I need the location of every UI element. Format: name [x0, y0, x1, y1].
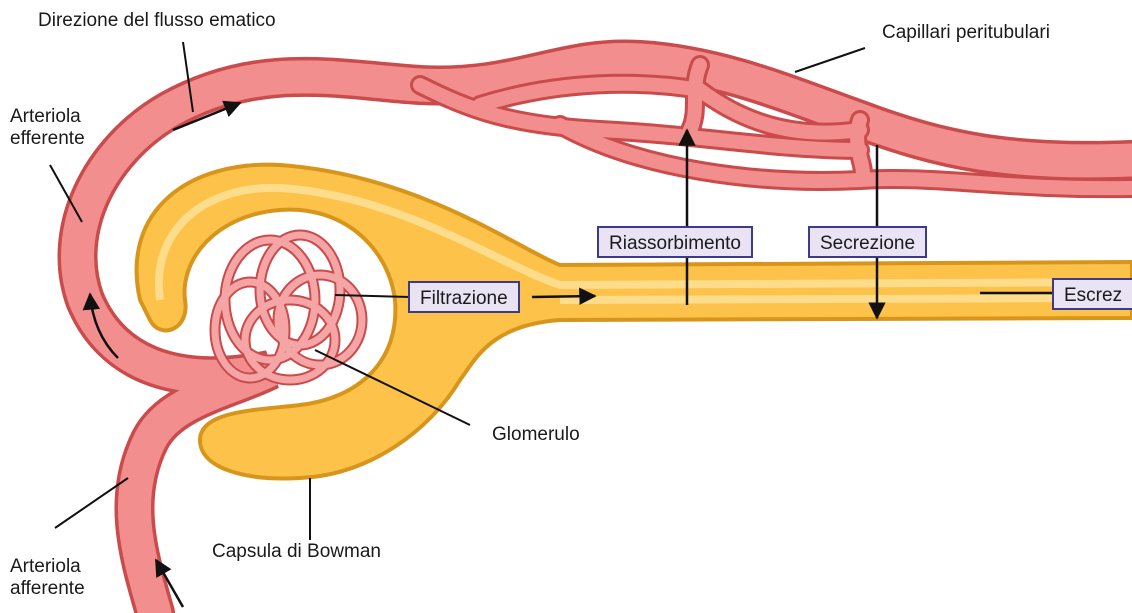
- reabsorption-box: Riassorbimento: [597, 226, 753, 258]
- peritubular-capillaries-label: Capillari peritubulari: [882, 22, 1050, 44]
- flow-direction-label: Direzione del flusso ematico: [38, 10, 276, 32]
- glomerulus-label: Glomerulo: [492, 424, 580, 446]
- efferent-arteriole-label-line1: Arteriola: [10, 106, 81, 128]
- afferent-arteriole-label-line2: afferente: [10, 578, 85, 600]
- afferent-arteriole-label-line1: Arteriola: [10, 556, 81, 578]
- excretion-box: Escrez: [1052, 278, 1132, 310]
- efferent-arteriole-label-line2: efferente: [10, 128, 85, 150]
- bowman-capsule-label: Capsula di Bowman: [212, 541, 381, 563]
- secretion-box: Secrezione: [808, 226, 927, 258]
- filtration-box: Filtrazione: [408, 281, 520, 313]
